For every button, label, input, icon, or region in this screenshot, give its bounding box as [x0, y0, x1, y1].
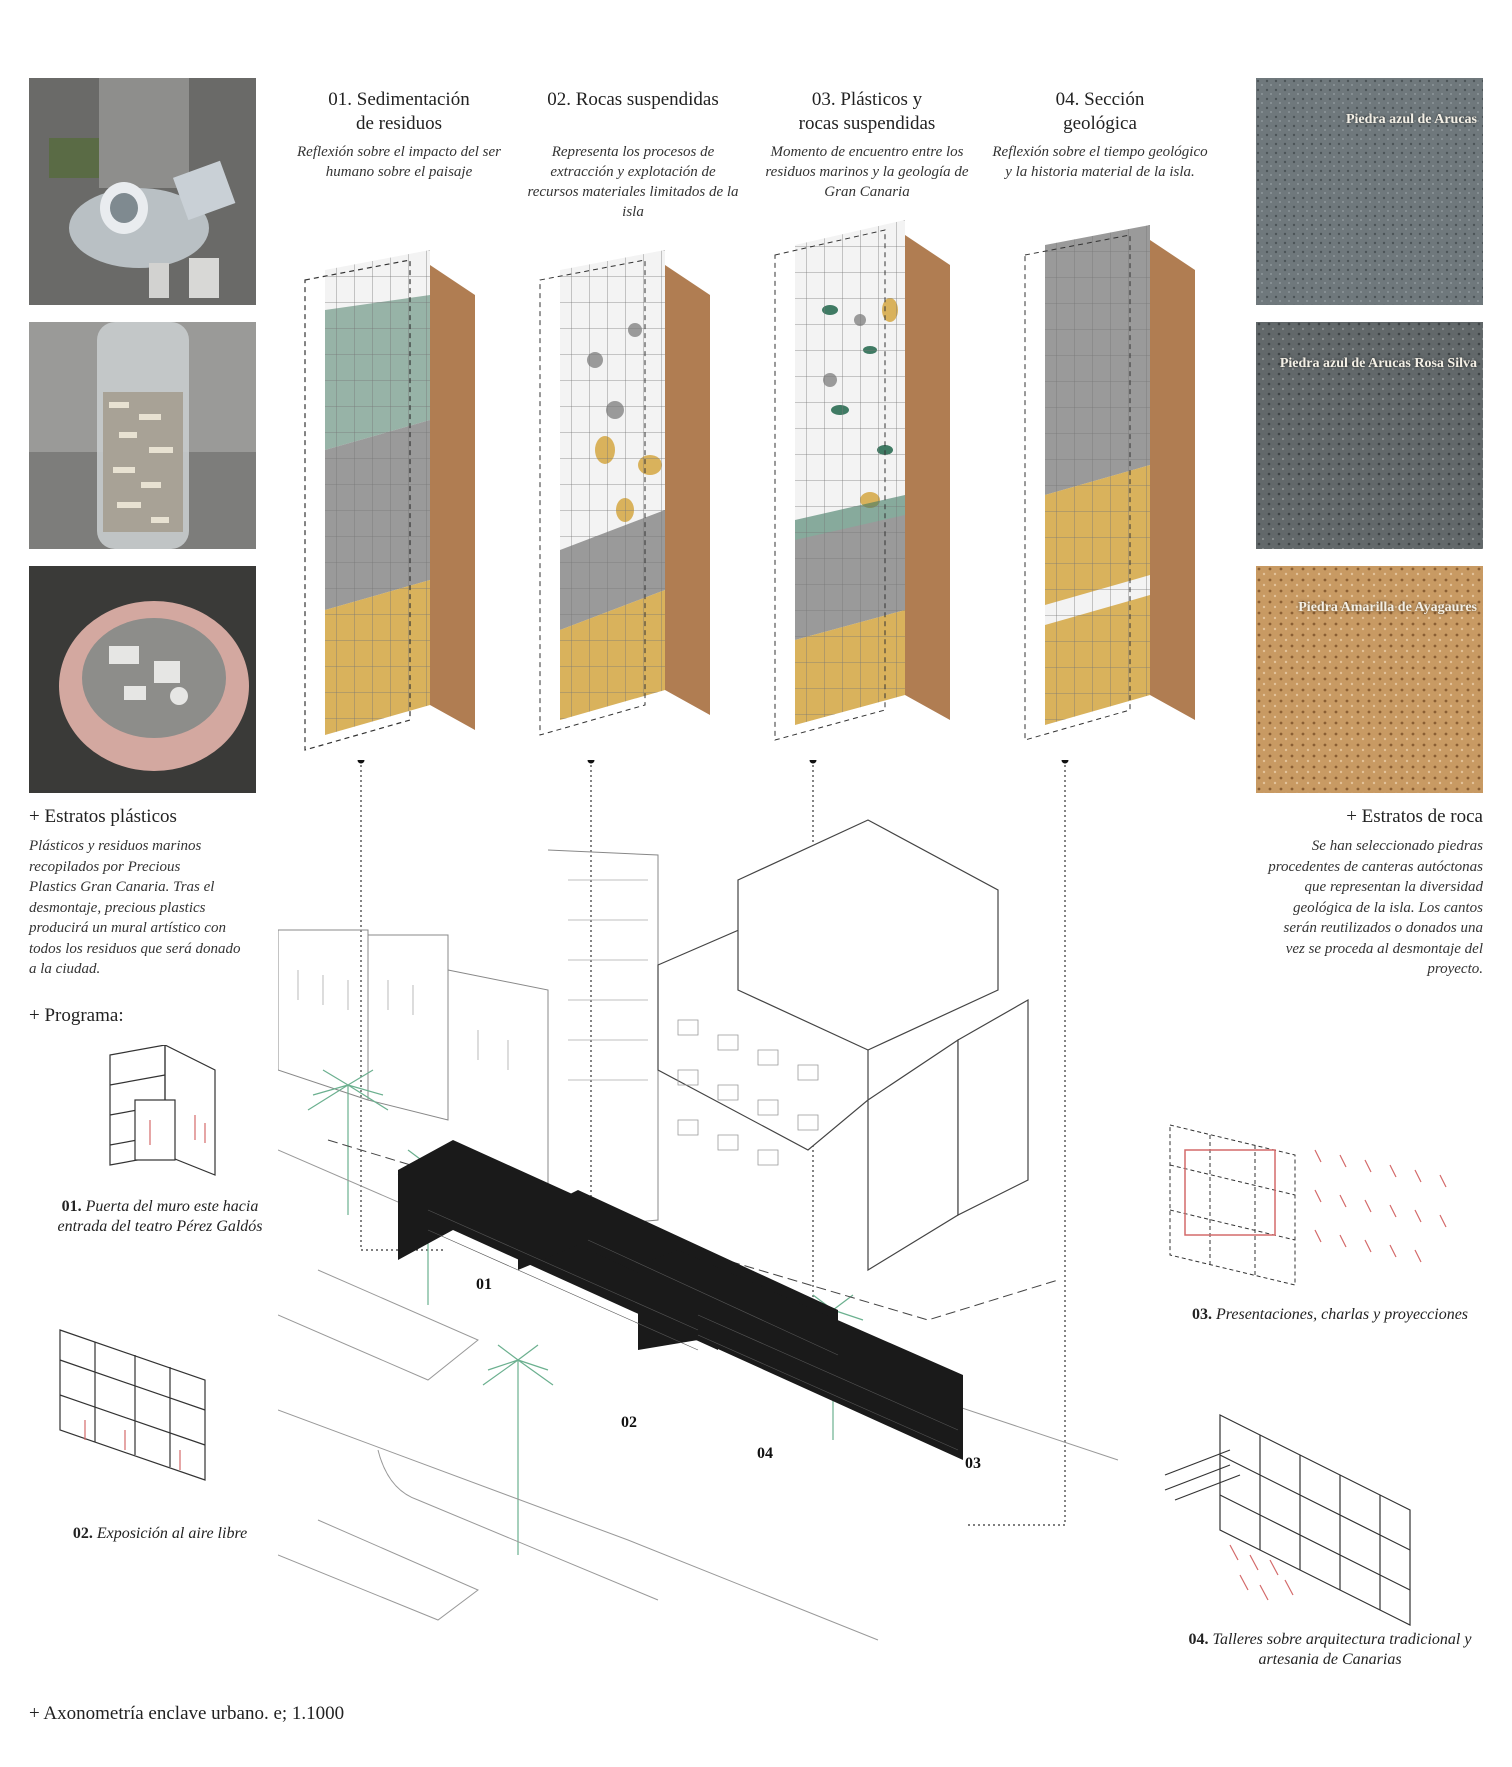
stone-label: Piedra azul de Arucas Rosa Silva [1279, 356, 1477, 371]
stone-sample-arucas-blue: Piedra azul de Arucas [1256, 78, 1483, 305]
stone-sample-ayagaures-yellow: Piedra Amarilla de Ayagaures [1256, 566, 1483, 793]
axo-label-04: 04 [757, 1445, 773, 1462]
axonometry-title: + Axonometría enclave urbano. e; 1.1000 [29, 1703, 345, 1724]
program-02-caption: 02. Exposición al aire libre [72, 1525, 248, 1542]
rock-strata-title: + Estratos de roca [1346, 806, 1483, 827]
urban-axonometry [278, 760, 1119, 1641]
program-03-diagram [1169, 1124, 1447, 1286]
column-desc-03: Momento de encuentro entre los residuos … [765, 144, 969, 200]
column-desc-04: Reflexión sobre el tiempo geológico y la… [992, 144, 1208, 180]
column-desc-02: Representa los procesos de extracción y … [527, 144, 739, 220]
program-03-caption: 03. Presentaciones, charlas y proyeccion… [1191, 1306, 1469, 1323]
axo-label-01: 01 [476, 1276, 492, 1293]
plastic-strata-title: + Estratos plásticos [29, 806, 177, 827]
photo-shell-with-plastics [29, 566, 256, 793]
program-04-diagram [1164, 1414, 1411, 1626]
stone-sample-arucas-rosa-silva: Piedra azul de Arucas Rosa Silva [1256, 322, 1483, 549]
photo-plastic-collection [29, 78, 256, 305]
program-title: + Programa: [29, 1005, 124, 1026]
photo-cigarette-bottle [29, 322, 256, 549]
gabion-wall [398, 1140, 963, 1460]
column-title-02: 02. Rocas suspendidas [547, 89, 719, 110]
gabion-panel-01 [304, 250, 475, 751]
program-04-caption: 04. Talleres sobre arquitectura tradicio… [1188, 1631, 1472, 1668]
program-02-diagram [59, 1329, 206, 1481]
axo-label-02: 02 [621, 1414, 637, 1431]
axo-label-03: 03 [965, 1455, 981, 1472]
column-desc-01: Reflexión sobre el impacto del ser human… [297, 144, 501, 180]
gabion-panel-03 [774, 220, 950, 741]
gabion-panel-02 [539, 250, 710, 736]
program-01-diagram [109, 1045, 216, 1176]
gabion-panel-04 [1024, 225, 1195, 741]
stone-label: Piedra Amarilla de Ayagaures [1298, 600, 1477, 615]
stone-label: Piedra azul de Arucas [1345, 112, 1477, 127]
